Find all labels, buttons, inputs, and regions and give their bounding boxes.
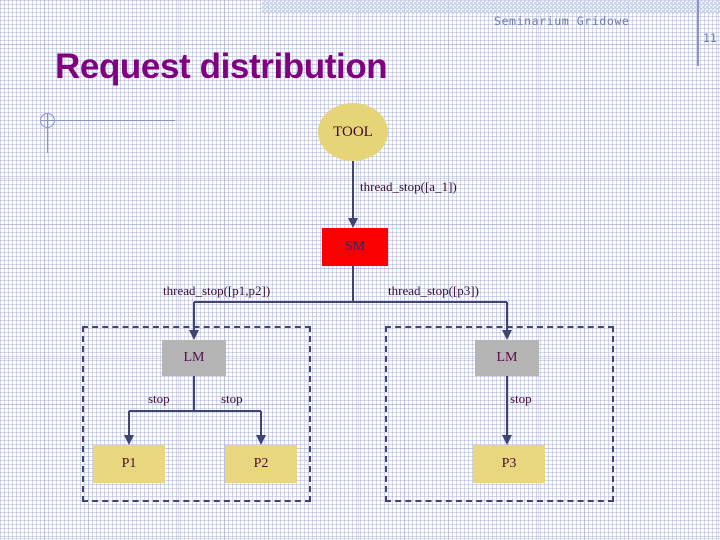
node-sm[interactable]: SM — [322, 228, 388, 266]
edge-label-tool-to-sm: thread_stop([a_1]) — [360, 179, 457, 194]
node-lm-right[interactable]: LM — [475, 340, 539, 376]
edge-label-lm-left-to-p1: stop — [148, 391, 170, 406]
title-circle-decoration — [40, 113, 55, 128]
edge-label-lm-right-to-p3: stop — [510, 391, 532, 406]
node-tool[interactable]: TOOL — [318, 103, 388, 161]
header-vertical-rule — [697, 0, 699, 66]
page-number: 11 — [703, 31, 717, 45]
header-seminar-label: Seminarium Gridowe — [494, 14, 630, 28]
page-title: Request distribution — [55, 47, 388, 86]
group-box-right-cluster — [385, 326, 614, 502]
title-underline-decoration — [40, 120, 175, 121]
node-p2[interactable]: P2 — [225, 445, 297, 483]
title-vertical-decoration — [47, 113, 48, 153]
group-box-left-cluster — [82, 326, 311, 502]
edge-label-sm-to-lm-left: thread_stop([p1,p2]) — [163, 283, 271, 298]
edge-label-lm-left-to-p2: stop — [221, 391, 243, 406]
edge-label-sm-to-lm-right: thread_stop([p3]) — [388, 283, 479, 298]
node-lm-left[interactable]: LM — [162, 340, 226, 376]
node-p3[interactable]: P3 — [473, 445, 545, 483]
top-checkered-band — [262, 0, 720, 14]
node-p1[interactable]: P1 — [93, 445, 165, 483]
